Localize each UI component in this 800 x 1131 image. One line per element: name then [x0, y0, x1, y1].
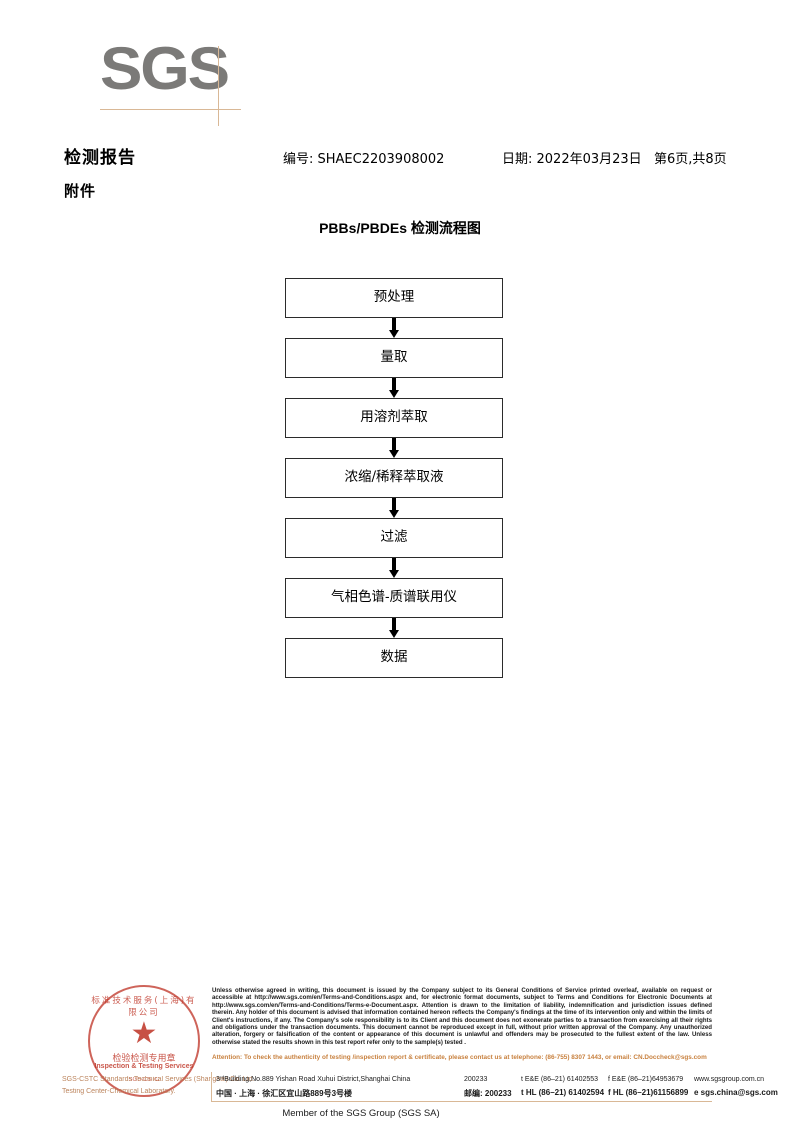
- seal-chinese-text: 检验检测专用章: [112, 1054, 176, 1064]
- arrow-head-icon: [389, 630, 399, 638]
- flow-step-label: 过滤: [380, 529, 408, 545]
- flow-step-box: 预处理: [285, 278, 503, 318]
- arrow-shaft: [392, 318, 396, 332]
- footer-vertical-divider: [211, 1072, 212, 1102]
- flow-step-label: 预处理: [373, 289, 415, 305]
- arrow-shaft: [392, 558, 396, 572]
- legal-disclaimer: Unless otherwise agreed in writing, this…: [212, 987, 712, 1046]
- flow-step-box: 量取: [285, 338, 503, 378]
- flow-arrow: [285, 438, 503, 458]
- flow-step-box: 气相色谱-质谱联用仪: [285, 578, 503, 618]
- seal-english-text: Inspection & Testing Services: [94, 1063, 194, 1070]
- group-membership-note: Member of the SGS Group (SGS SA): [282, 1108, 440, 1119]
- zipcode-en: 200233: [464, 1076, 488, 1083]
- arrow-head-icon: [389, 450, 399, 458]
- arrow-shaft: [392, 378, 396, 392]
- telephone-en: t E&E (86–21) 61402553: [521, 1076, 599, 1083]
- arrow-head-icon: [389, 390, 399, 398]
- lab-name-line-1: SGS-CSTC Standards Technical Services (S…: [62, 1076, 255, 1083]
- arrow-head-icon: [389, 510, 399, 518]
- zipcode-cn: 邮编: 200233: [464, 1089, 512, 1098]
- arrow-head-icon: [389, 330, 399, 338]
- address-cn: 中国 · 上海 · 徐汇区宜山路889号3号楼: [216, 1089, 353, 1098]
- flowchart-title: PBBs/PBDEs 检测流程图: [319, 220, 481, 236]
- flow-step-label: 量取: [380, 349, 408, 365]
- footer-horizontal-divider: [211, 1101, 712, 1102]
- flow-step-box: 过滤: [285, 518, 503, 558]
- attention-notice: Attention: To check the authenticity of …: [212, 1054, 707, 1061]
- arrow-shaft: [392, 438, 396, 452]
- logo-vertical-rule: [218, 46, 219, 126]
- flow-step-label: 数据: [380, 649, 408, 665]
- flow-step-box: 用溶剂萃取: [285, 398, 503, 438]
- flowchart: 预处理 量取 用溶剂萃取 浓缩/稀释萃取液 过滤 气相色谱-质谱联用仪 数据: [285, 278, 503, 678]
- flow-step-box: 数据: [285, 638, 503, 678]
- fax-cn: f HL (86–21)61156899: [608, 1088, 689, 1097]
- lab-name-line-2: Testing Center-Chemical Laboratory.: [62, 1088, 176, 1095]
- arrow-shaft: [392, 618, 396, 632]
- logo-horizontal-rule: [100, 109, 241, 110]
- flow-arrow: [285, 378, 503, 398]
- website-link[interactable]: www.sgsgroup.com.cn: [694, 1076, 765, 1083]
- flow-step-label: 气相色谱-质谱联用仪: [330, 589, 458, 605]
- flow-arrow: [285, 618, 503, 638]
- address-en: 3ʳᵈBuilding,No.889 Yishan Road Xuhui Dis…: [216, 1076, 411, 1083]
- flow-arrow: [285, 498, 503, 518]
- flow-arrow: [285, 318, 503, 338]
- arrow-head-icon: [389, 570, 399, 578]
- seal-arc-bottom-text: SGS-CSTC: [128, 1077, 160, 1083]
- telephone-cn: t HL (86–21) 61402594: [521, 1088, 605, 1097]
- arrow-shaft: [392, 498, 396, 512]
- email-link[interactable]: e sgs.china@sgs.com: [694, 1088, 778, 1097]
- seal-ring: [88, 985, 200, 1097]
- sgs-logo: SGS: [100, 36, 250, 126]
- fax-en: f E&E (86–21)64953679: [608, 1076, 684, 1083]
- flow-step-label: 用溶剂萃取: [360, 409, 428, 425]
- sgs-logo-text: SGS: [100, 35, 230, 102]
- page-title: 检测报告: [64, 148, 136, 168]
- page-subtitle: 附件: [64, 182, 97, 200]
- flow-arrow: [285, 558, 503, 578]
- seal-arc-top-text: 标准技术服务(上海)有限公司: [91, 996, 197, 1018]
- flow-step-label: 浓缩/稀释萃取液: [344, 469, 444, 485]
- report-number: 编号: SHAEC2203908002: [283, 152, 445, 167]
- page-indicator: 第6页,共8页: [654, 152, 727, 167]
- star-icon: ★: [130, 1017, 158, 1050]
- flow-step-box: 浓缩/稀释萃取液: [285, 458, 503, 498]
- report-date: 日期: 2022年03月23日: [502, 152, 642, 167]
- company-seal-stamp: 标准技术服务(上海)有限公司 ★ 检验检测专用章 Inspection & Te…: [88, 985, 200, 1097]
